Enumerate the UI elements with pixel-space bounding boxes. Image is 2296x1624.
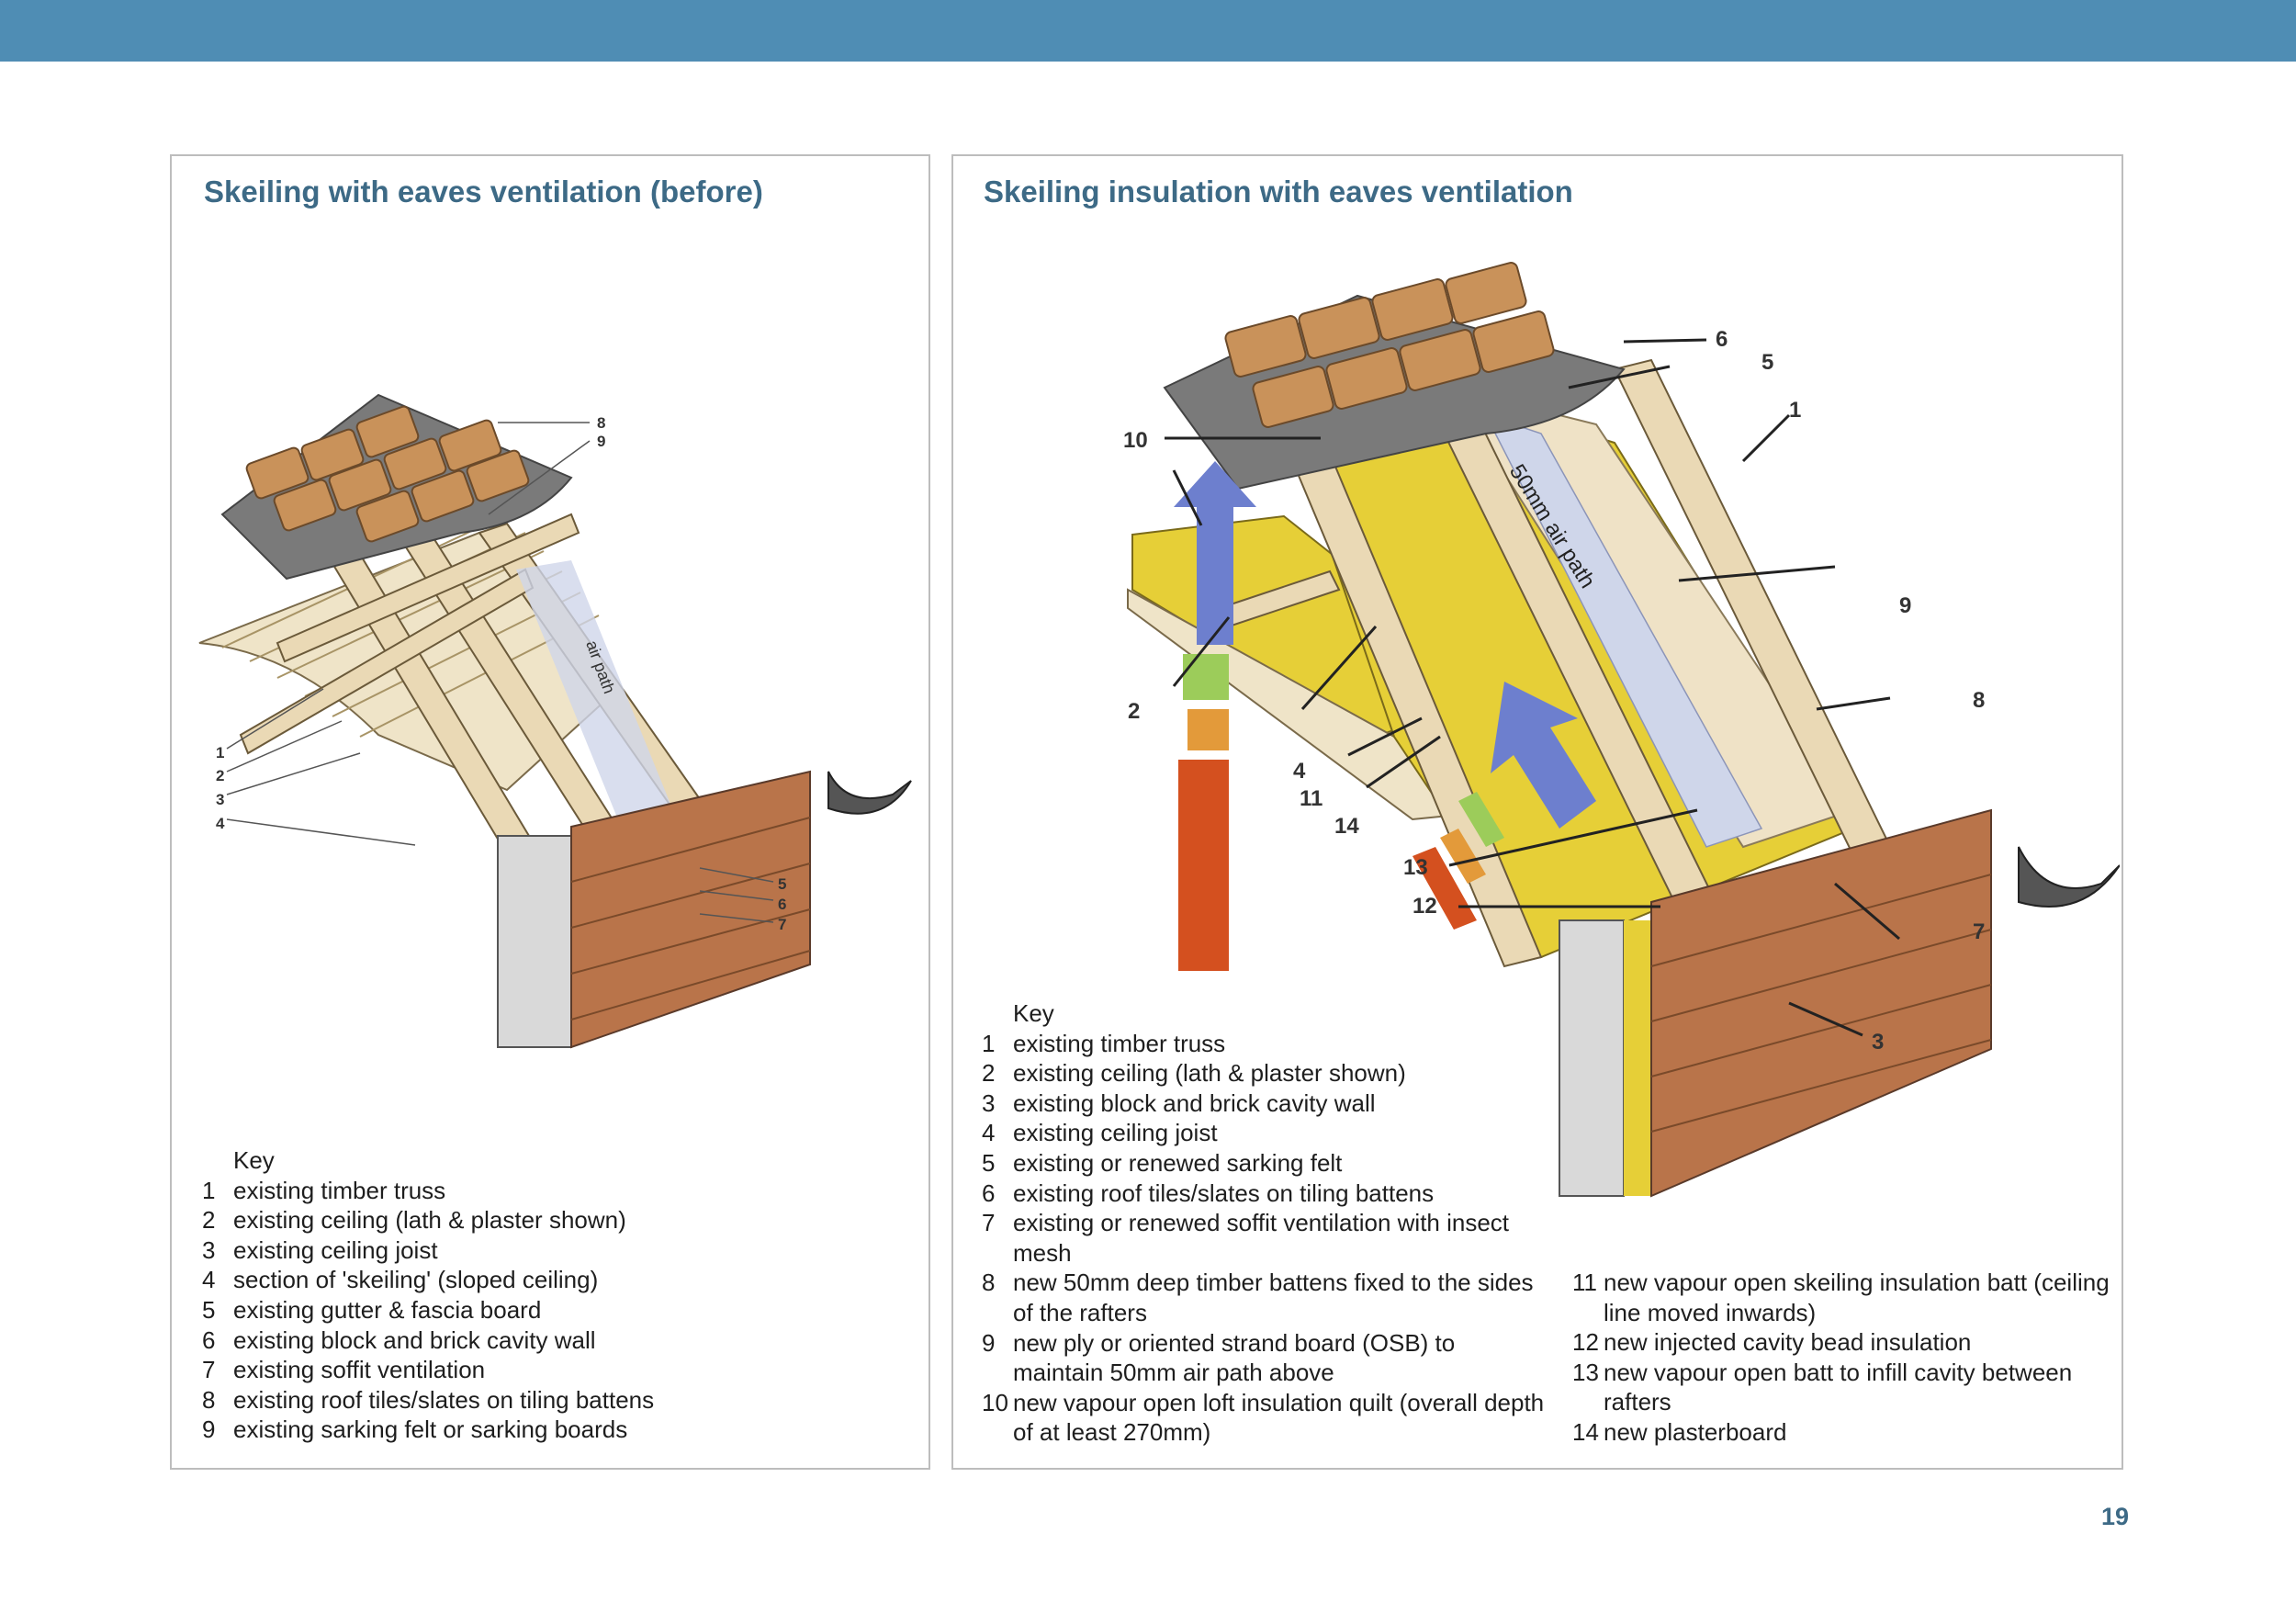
callout-11-after: 11: [1300, 786, 1322, 811]
callout-5-before: 5: [778, 875, 786, 893]
callout-8-before: 8: [597, 414, 605, 432]
panel-after: Skeiling insulation with eaves ventilati…: [951, 154, 2123, 1470]
roof-tiles-after: [1224, 262, 1555, 428]
callout-6-before: 6: [778, 896, 786, 913]
callout-9-after: 9: [1899, 593, 1911, 618]
callout-8-after: 8: [1973, 688, 1985, 713]
callout-7-before: 7: [778, 916, 786, 933]
callout-1-before: 1: [216, 744, 224, 761]
callout-12-after: 12: [1412, 894, 1437, 919]
panel-title-before: Skeiling with eaves ventilation (before): [204, 175, 763, 209]
key-heading: Key: [233, 1146, 275, 1174]
callout-1-after: 1: [1789, 398, 1801, 423]
page-number: 19: [2100, 1503, 2129, 1530]
block-wall: [1559, 919, 1625, 1197]
heat-arrow-left: [1178, 760, 1229, 971]
callout-13-after: 13: [1403, 855, 1428, 880]
callout-4-before: 4: [216, 815, 225, 832]
callout-9-before: 9: [597, 433, 605, 450]
roof-tiles-before: [245, 405, 530, 543]
callout-4-after: 4: [1293, 759, 1306, 784]
callout-2-before: 2: [216, 767, 224, 784]
callout-2-after: 2: [1128, 699, 1140, 724]
airflow-arrow-left: [1174, 461, 1256, 645]
callout-10-after: 10: [1123, 428, 1148, 453]
panel-title-after: Skeiling insulation with eaves ventilati…: [984, 175, 1573, 209]
key-heading: Key: [1013, 999, 1054, 1027]
callout-14-after: 14: [1334, 814, 1359, 839]
gutter-before: [827, 771, 912, 815]
callout-3-before: 3: [216, 791, 224, 808]
roof-illustration-before: air path: [198, 393, 912, 1049]
roof-illustration-after: 50mm air path: [1123, 262, 2120, 1198]
panel-before: Skeiling with eaves ventilation (before)…: [170, 154, 930, 1470]
callout-6-after: 6: [1716, 327, 1728, 352]
callout-3-after: 3: [1872, 1030, 1884, 1054]
brick-wall-after: [1650, 808, 1992, 1198]
callout-5-after: 5: [1761, 350, 1773, 375]
header-bar: [0, 0, 2296, 62]
airflow-arrow-right: [1491, 682, 1596, 829]
callout-7-after: 7: [1973, 919, 1985, 944]
gutter-after: [2018, 846, 2120, 908]
